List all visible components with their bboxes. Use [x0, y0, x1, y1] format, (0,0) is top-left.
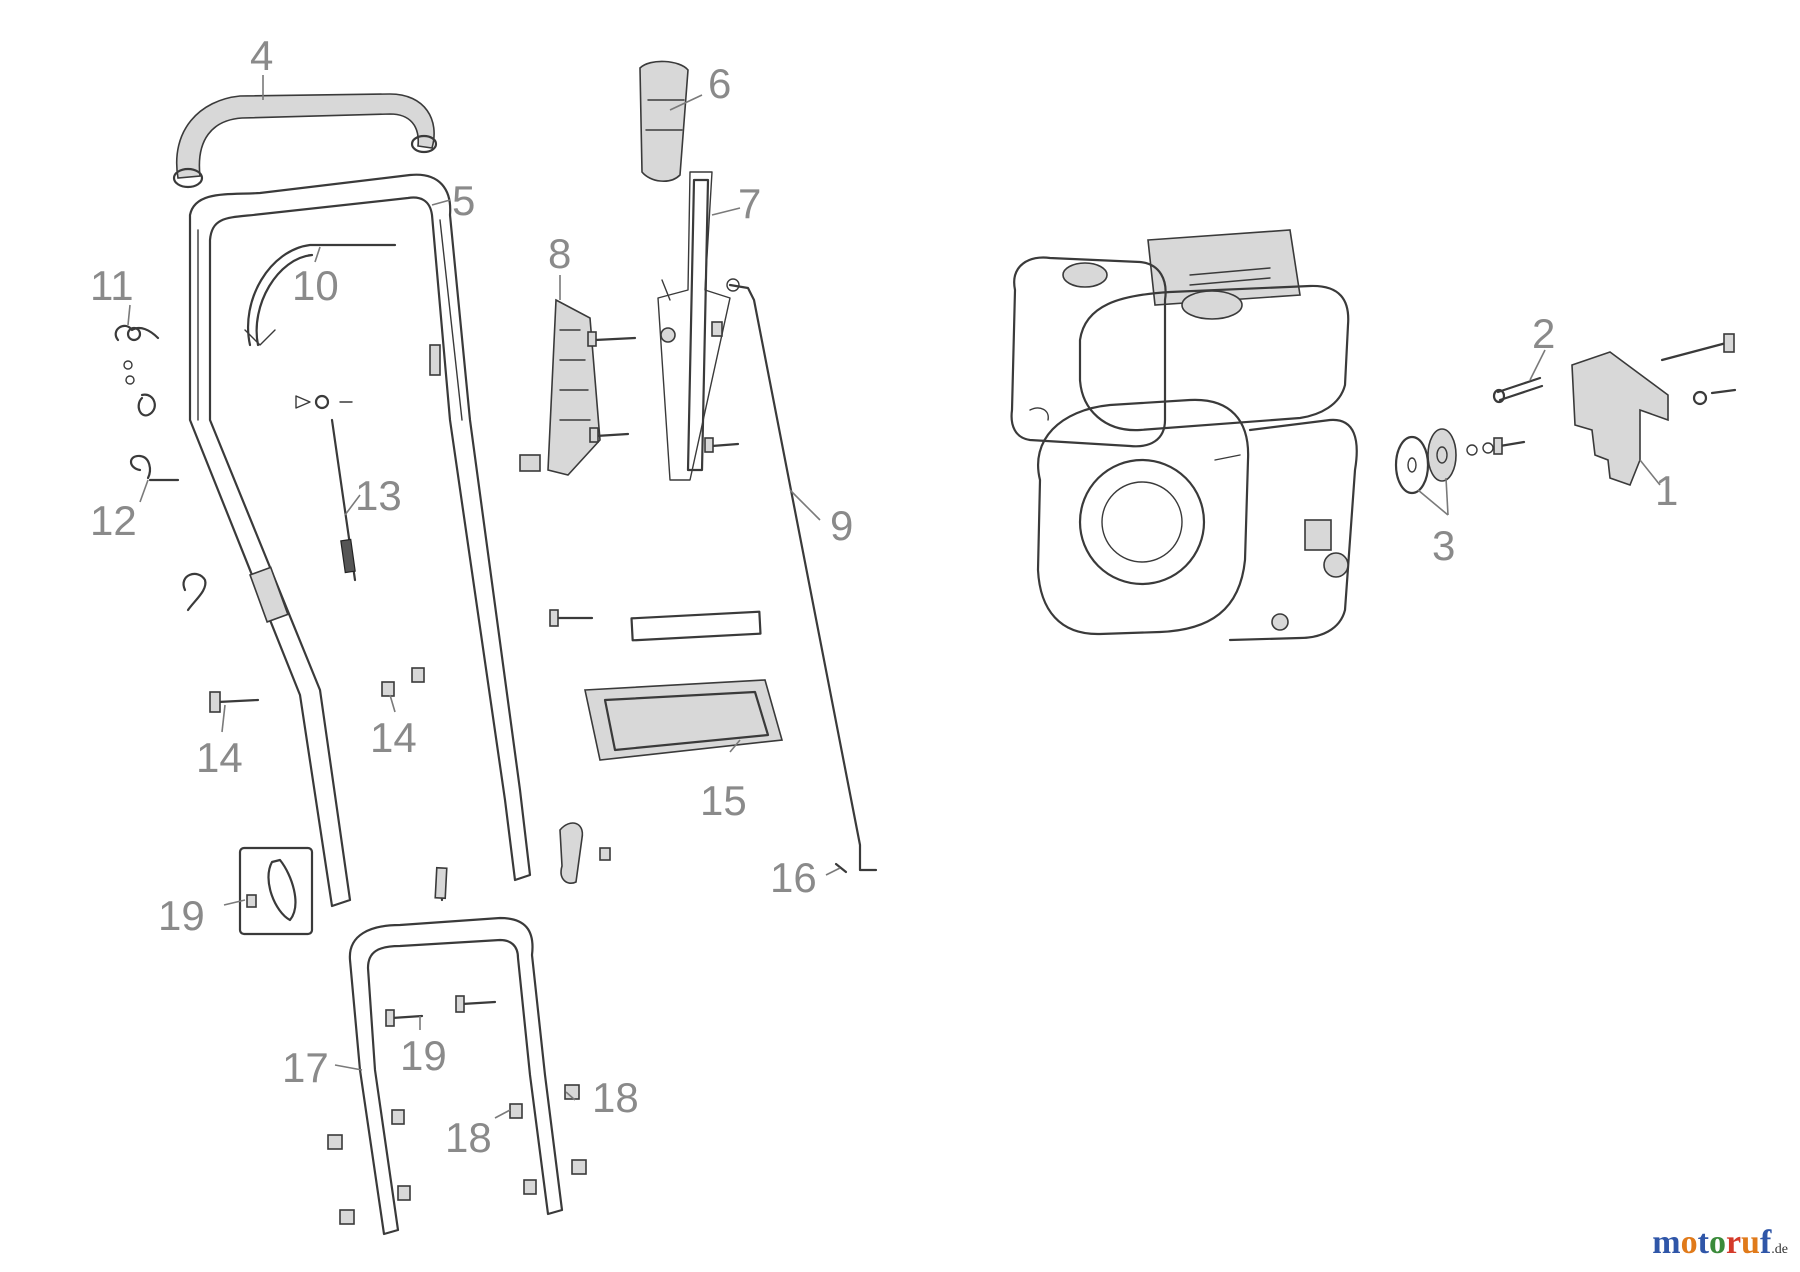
watermark-letter: m [1652, 1224, 1681, 1261]
callout-2: 2 [1532, 310, 1555, 357]
watermark-letter: r [1725, 1224, 1742, 1261]
part-7-lever [657, 171, 740, 481]
part-2-pin [1492, 376, 1544, 404]
part-11-spring [114, 324, 160, 417]
part-4-handle-grip [172, 93, 438, 189]
watermark-letter: o [1708, 1224, 1726, 1261]
part-3-washers [1394, 428, 1526, 495]
part-1-cover [1571, 333, 1737, 487]
watermark-text: motoruf [1652, 1224, 1771, 1261]
callout-7: 7 [738, 180, 761, 227]
callout-18-left: 18 [445, 1114, 492, 1161]
callout-14-nuts: 14 [370, 714, 417, 761]
part-8-plate [519, 298, 637, 476]
watermark-letter: o [1680, 1224, 1698, 1261]
part-15-tray [549, 609, 784, 761]
watermark-letter: t [1697, 1224, 1709, 1261]
cable-tie [182, 572, 207, 612]
callout-4: 4 [250, 32, 273, 79]
leader-lines [127, 75, 1661, 1119]
watermark-letter: u [1741, 1224, 1760, 1261]
part-14-bolt [209, 691, 260, 713]
part-16-split-pin [559, 822, 848, 884]
watermark-tld: .de [1771, 1242, 1788, 1257]
callout-16: 16 [770, 854, 817, 901]
part-17-lower-handle [348, 866, 564, 1236]
watermark-logo: motoruf.de [1652, 1224, 1788, 1262]
callout-12: 12 [90, 497, 137, 544]
engine [1010, 229, 1358, 642]
callout-11: 11 [90, 262, 134, 309]
part-14-nuts [381, 667, 425, 697]
part-18-fasteners [327, 995, 587, 1225]
callout-17: 17 [282, 1044, 329, 1091]
part-6-lever-grip [639, 60, 689, 182]
watermark-letter: f [1759, 1224, 1772, 1261]
callout-9: 9 [830, 502, 853, 549]
callout-14-bolt: 14 [196, 734, 243, 781]
part-12-clip [129, 454, 180, 482]
part-9-throttle-rod [726, 278, 878, 872]
part-13-throttle-cable [295, 394, 357, 582]
callout-15: 15 [700, 777, 747, 824]
part-5-upper-handle [188, 173, 532, 908]
callout-8: 8 [548, 230, 571, 277]
part-10-cable-guide [244, 243, 397, 347]
part-19-knob-inset [238, 846, 314, 936]
callout-labels: 4 5 6 7 8 9 10 11 12 13 14 14 15 16 17 1… [90, 32, 1678, 1161]
callout-1: 1 [1655, 467, 1678, 514]
callout-19-inset: 19 [158, 892, 205, 939]
callout-3: 3 [1432, 522, 1455, 569]
callout-18-right: 18 [592, 1074, 639, 1121]
callout-19-lower: 19 [400, 1032, 447, 1079]
callout-10: 10 [292, 262, 339, 309]
callout-5: 5 [452, 177, 475, 224]
callout-6: 6 [708, 60, 731, 107]
callout-13: 13 [355, 472, 402, 519]
